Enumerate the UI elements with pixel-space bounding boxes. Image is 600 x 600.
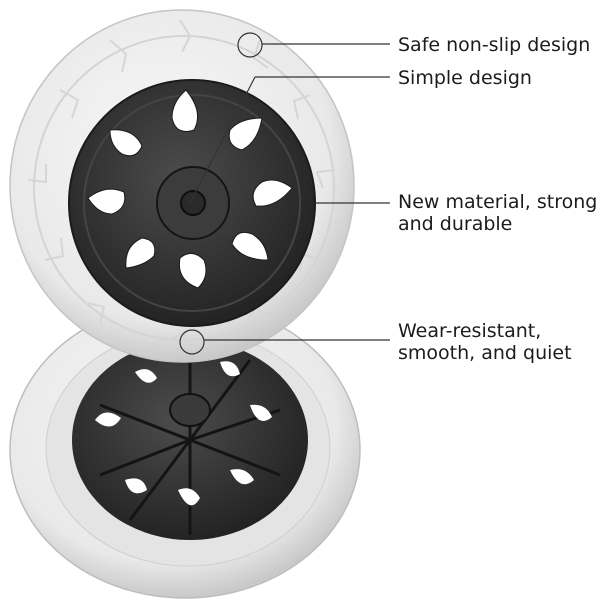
top-wheel-holes	[87, 89, 293, 289]
top-wheel-tread-ring	[33, 35, 335, 341]
bottom-wheel-spokes	[99, 345, 281, 535]
top-wheel-axle	[180, 190, 206, 216]
callout-text: smooth, and quiet	[398, 342, 572, 364]
callout-text: Wear-resistant,	[398, 320, 542, 342]
callout-label-simple-design: Simple design	[398, 67, 532, 89]
top-wheel-hub-ring	[83, 94, 301, 312]
callout-label-wear-resistant: Wear-resistant, smooth, and quiet	[398, 320, 572, 364]
top-wheel	[9, 9, 355, 363]
callouts	[179, 32, 390, 355]
bottom-wheel-holes	[95, 361, 272, 506]
bottom-wheel	[9, 301, 361, 599]
callout-circle-icon	[237, 32, 263, 58]
callout-text: Safe non-slip design	[398, 34, 591, 56]
callout-line-2	[189, 76, 256, 204]
callout-circle-icon	[179, 329, 205, 355]
callout-text: New material, strong	[398, 191, 598, 213]
callout-label-material: New material, strong and durable	[398, 191, 597, 235]
callout-label-non-slip: Safe non-slip design	[398, 34, 590, 56]
callout-text: Simple design	[398, 67, 532, 89]
callout-text: and durable	[398, 213, 513, 235]
bottom-wheel-axle	[169, 393, 211, 427]
